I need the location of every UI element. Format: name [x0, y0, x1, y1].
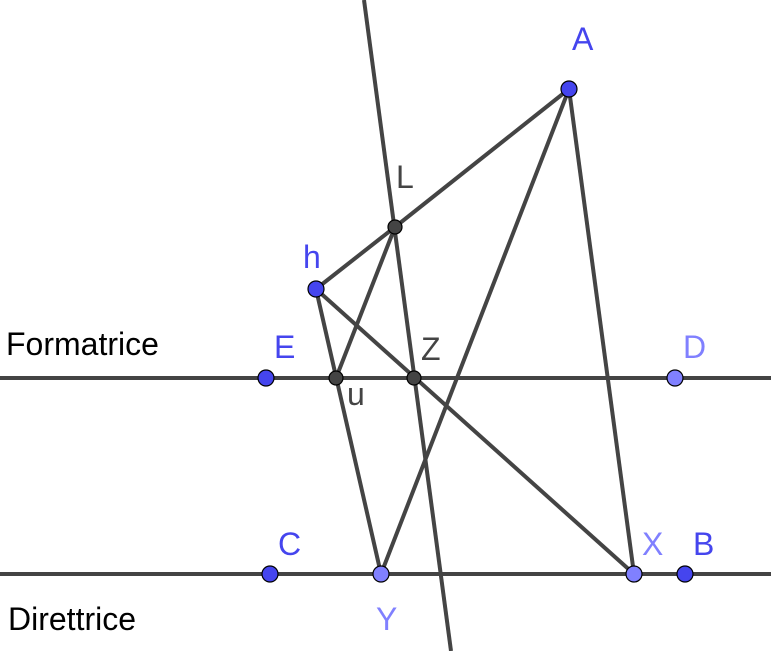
point-l[interactable] [387, 219, 403, 235]
point-b[interactable] [676, 565, 694, 583]
segment-a-y[interactable] [379, 88, 571, 575]
point-l-label: L [396, 159, 414, 195]
point-d[interactable] [666, 369, 684, 387]
point-b-label: B [693, 526, 714, 562]
segment-l-a[interactable] [393, 87, 571, 229]
point-a-label: A [572, 21, 594, 57]
point-y-label: Y [376, 601, 397, 637]
formatrice-label: Formatrice [6, 326, 159, 362]
segment-h-l[interactable] [314, 225, 397, 291]
segment-l-u[interactable] [334, 226, 397, 379]
point-e-label: E [274, 329, 295, 365]
point-d-label: D [683, 329, 706, 365]
line-through-l-z[interactable] [362, 0, 453, 651]
segment-a-x[interactable] [567, 88, 636, 575]
direttrice-label: Direttrice [8, 601, 136, 637]
point-x[interactable] [625, 565, 643, 583]
point-e[interactable] [257, 369, 275, 387]
point-u-label: u [347, 376, 365, 412]
point-c-label: C [278, 526, 301, 562]
point-z[interactable] [406, 370, 422, 386]
point-y[interactable] [372, 565, 390, 583]
point-c[interactable] [261, 565, 279, 583]
point-h-label: h [303, 239, 321, 275]
point-u[interactable] [328, 370, 344, 386]
point-h[interactable] [307, 280, 325, 298]
segment-h-x[interactable] [314, 287, 636, 576]
point-a[interactable] [560, 80, 578, 98]
segment-h-y[interactable] [314, 288, 383, 575]
point-z-label: Z [421, 331, 441, 367]
point-x-label: X [642, 526, 663, 562]
